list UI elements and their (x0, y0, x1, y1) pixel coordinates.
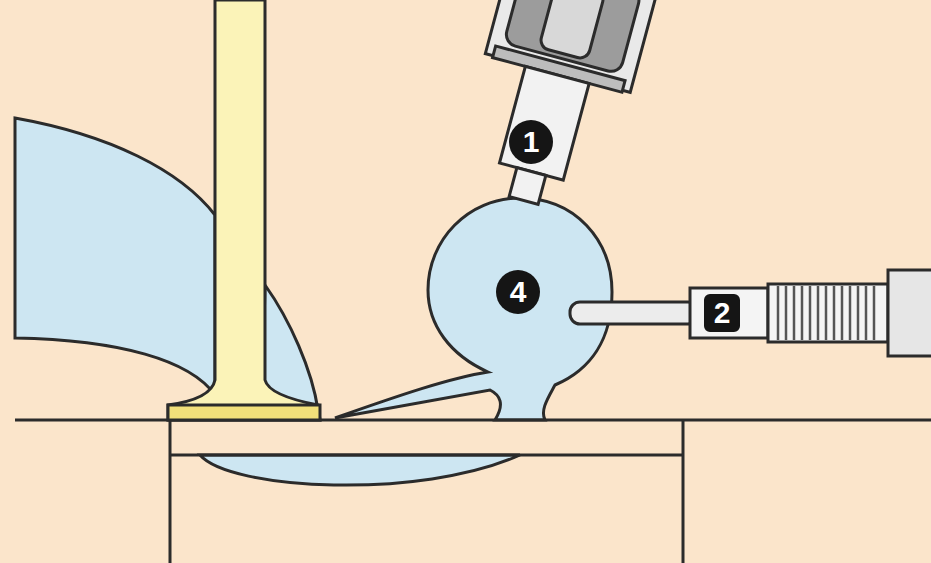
cylinder-wall (682, 420, 685, 563)
cylinder-wall (169, 420, 172, 563)
callout-number: 1 (509, 120, 553, 164)
piston-bowl (200, 455, 520, 485)
intake-port (15, 118, 215, 395)
glow-plug (570, 270, 931, 356)
valve (168, 0, 320, 420)
deck-line (15, 419, 931, 422)
injector (451, 0, 659, 220)
valve-seat (168, 405, 320, 420)
callout-number: 4 (496, 270, 540, 314)
piston-top (170, 454, 683, 457)
callout-number: 2 (702, 292, 742, 334)
